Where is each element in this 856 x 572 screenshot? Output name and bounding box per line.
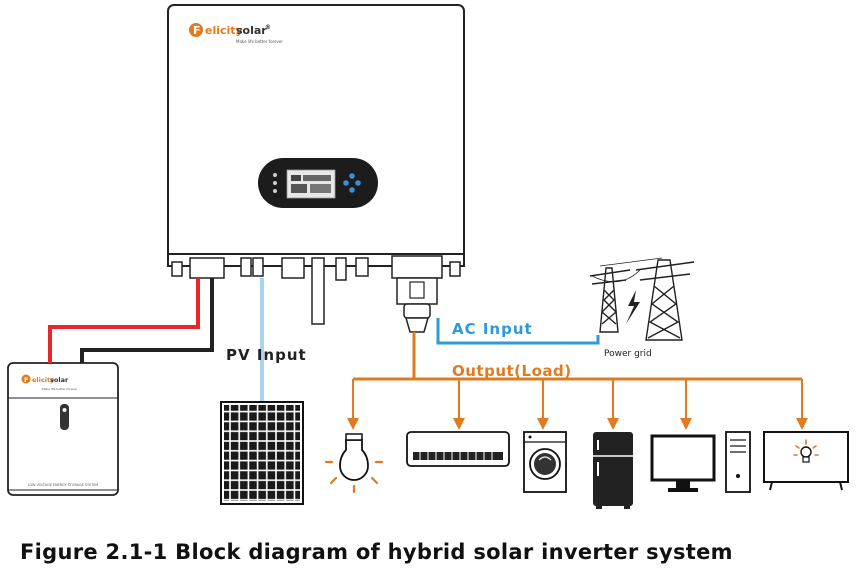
air-conditioner-icon — [406, 431, 510, 467]
tv-icon — [763, 431, 849, 491]
ac-input-cable — [436, 318, 600, 345]
ac-input-label: AC Input — [452, 320, 533, 338]
logo-trademark: ® — [265, 24, 271, 31]
battery-logo-tagline: Make life better forever — [42, 387, 78, 391]
battery-pack-icon: F elicity solar Make life better forever… — [7, 362, 119, 496]
inverter-logo: F elicity solar ® Make life better forev… — [189, 23, 283, 44]
hybrid-inverter-icon: F elicity solar ® Make life better forev… — [167, 4, 465, 333]
battery-switch-icon — [60, 404, 69, 430]
dc-positive-cable — [48, 278, 200, 363]
battery-logo-letter: F — [24, 376, 28, 384]
battery-logo-name: elicity — [32, 376, 55, 384]
logo-solar: solar — [236, 24, 267, 37]
washing-machine-icon — [523, 431, 567, 493]
refrigerator-icon — [593, 432, 633, 509]
battery-footer: LOW VOLTAGE ENERGY STORAGE SYSTEM — [28, 483, 99, 487]
lightning-icon — [626, 290, 640, 324]
inverter-body — [167, 4, 465, 260]
power-grid-label: Power grid — [604, 349, 652, 359]
light-bulb-icon — [324, 433, 384, 494]
computer-icon — [650, 431, 751, 493]
output-load-label: Output(Load) — [452, 362, 572, 380]
power-grid-tower-icon — [589, 257, 695, 341]
inverter-control-panel — [258, 158, 378, 208]
ac-connector-icon — [391, 255, 443, 333]
figure-caption: Figure 2.1-1 Block diagram of hybrid sol… — [20, 540, 733, 564]
hybrid-system-diagram: F elicity solar ® Make life better forev… — [7, 4, 849, 509]
nav-buttons-icon — [343, 173, 361, 193]
logo-name: elicity — [205, 24, 243, 37]
pv-input-label: PV Input — [226, 346, 307, 364]
inverter-terminals — [189, 255, 443, 333]
status-led-icon — [273, 173, 277, 193]
battery-logo-solar: solar — [50, 376, 69, 384]
dc-negative-cable — [80, 278, 214, 363]
solar-panel-icon — [220, 401, 304, 505]
logo-tagline: Make life better forever — [236, 39, 283, 44]
logo-letter: F — [193, 24, 201, 37]
